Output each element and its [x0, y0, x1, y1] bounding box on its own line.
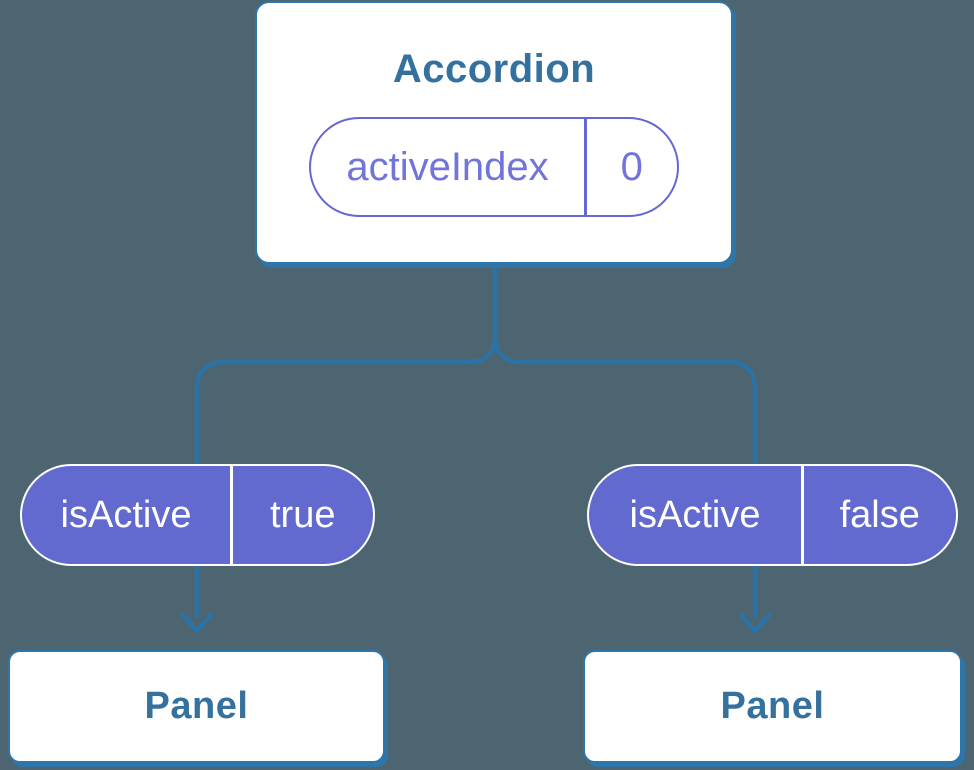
arrow-down-icon: [738, 612, 772, 634]
state-pill-activeindex: activeIndex 0: [309, 117, 679, 217]
connector-left-branch: [194, 259, 498, 619]
prop-pill-isactive-true: isActive true: [20, 464, 375, 566]
accordion-component-card: Accordion activeIndex 0: [255, 1, 733, 264]
panel-label: Panel: [144, 685, 249, 727]
prop-value-label: true: [270, 493, 336, 536]
state-value-label: 0: [620, 144, 643, 189]
arrow-down-icon: [180, 612, 214, 634]
panel-label: Panel: [720, 685, 825, 727]
connector-right-branch: [492, 259, 758, 619]
pill-divider: [801, 466, 804, 564]
state-name-label: activeIndex: [346, 144, 549, 189]
prop-pill-isactive-false: isActive false: [587, 464, 958, 566]
pill-divider: [230, 466, 233, 564]
pill-divider: [584, 119, 587, 215]
prop-name-label: isActive: [629, 493, 761, 536]
prop-name-label: isActive: [60, 493, 192, 536]
prop-value-label: false: [839, 493, 920, 536]
panel-component-card-left: Panel: [8, 650, 385, 763]
panel-component-card-right: Panel: [583, 650, 962, 763]
accordion-title: Accordion: [392, 47, 596, 91]
